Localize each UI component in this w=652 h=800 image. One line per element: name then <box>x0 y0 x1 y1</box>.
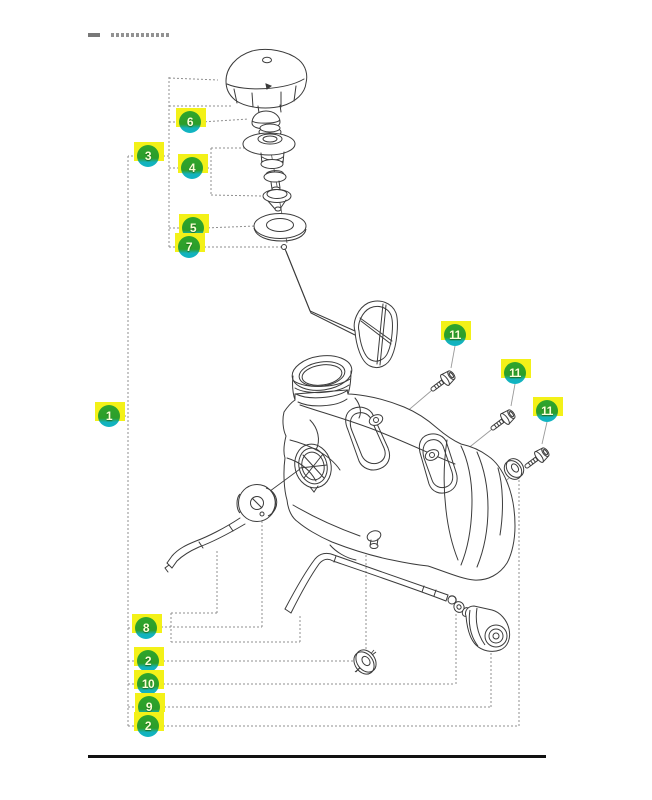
part-4-grommet-stack <box>242 123 296 212</box>
fuel-tank-body <box>282 355 516 581</box>
callout-number: 10 <box>141 677 155 691</box>
callout-11[interactable]: 11 <box>533 397 563 422</box>
callout-number: 5 <box>189 221 197 235</box>
fuel-cap <box>225 48 308 114</box>
callout-ball: 3 <box>137 145 159 167</box>
callout-number: 1 <box>105 409 113 423</box>
flange-washer <box>503 458 525 480</box>
callout-ball: 2 <box>137 650 159 672</box>
callout-10[interactable]: 10 <box>134 670 164 695</box>
callout-number: 2 <box>144 654 152 668</box>
callout-number: 7 <box>185 240 193 254</box>
left-fuel-hose <box>164 517 246 573</box>
callout-ball: 11 <box>504 362 526 384</box>
callout-ball: 7 <box>178 236 200 258</box>
fuel-pickup-grommet <box>236 468 301 522</box>
callout-8[interactable]: 8 <box>132 614 162 639</box>
part-5-washer <box>253 213 307 242</box>
header-text-illegible-dash <box>88 33 100 37</box>
tank-round-recess <box>294 443 332 493</box>
callout-6[interactable]: 6 <box>176 108 206 133</box>
filler-neck <box>291 355 353 407</box>
callout-2[interactable]: 2 <box>134 647 164 672</box>
callout-ball: 1 <box>98 405 120 427</box>
header-text-illegible <box>111 33 171 37</box>
callout-4[interactable]: 4 <box>178 154 208 179</box>
callout-number: 6 <box>186 115 194 129</box>
fuel-filter <box>461 605 511 652</box>
callout-7[interactable]: 7 <box>175 233 205 258</box>
callout-3[interactable]: 3 <box>134 142 164 167</box>
callout-number: 3 <box>144 149 152 163</box>
callout-ball: 11 <box>536 400 558 422</box>
callout-ball: 2 <box>137 715 159 737</box>
callout-11[interactable]: 11 <box>441 321 471 346</box>
callout-ball: 8 <box>135 617 157 639</box>
callout-number: 11 <box>449 328 461 342</box>
tank-grommet <box>353 649 377 675</box>
callout-number: 9 <box>145 700 153 714</box>
footer-rule <box>88 755 546 758</box>
callout-11[interactable]: 11 <box>501 359 531 384</box>
main-fuel-hose <box>284 552 449 614</box>
part-7-retainer-wire <box>281 244 398 369</box>
callout-number: 11 <box>509 366 521 380</box>
callout-number: 11 <box>541 404 553 418</box>
tank-outlet <box>366 530 382 549</box>
callout-ball: 6 <box>179 111 201 133</box>
callout-ball: 10 <box>137 673 159 695</box>
hose-ring <box>453 601 465 613</box>
callout-1[interactable]: 1 <box>95 402 125 427</box>
callout-number: 4 <box>188 161 196 175</box>
callout-2[interactable]: 2 <box>134 712 164 737</box>
callout-number: 2 <box>144 719 152 733</box>
callout-number: 8 <box>142 621 150 635</box>
callout-ball: 11 <box>444 324 466 346</box>
callout-ball: 4 <box>181 157 203 179</box>
